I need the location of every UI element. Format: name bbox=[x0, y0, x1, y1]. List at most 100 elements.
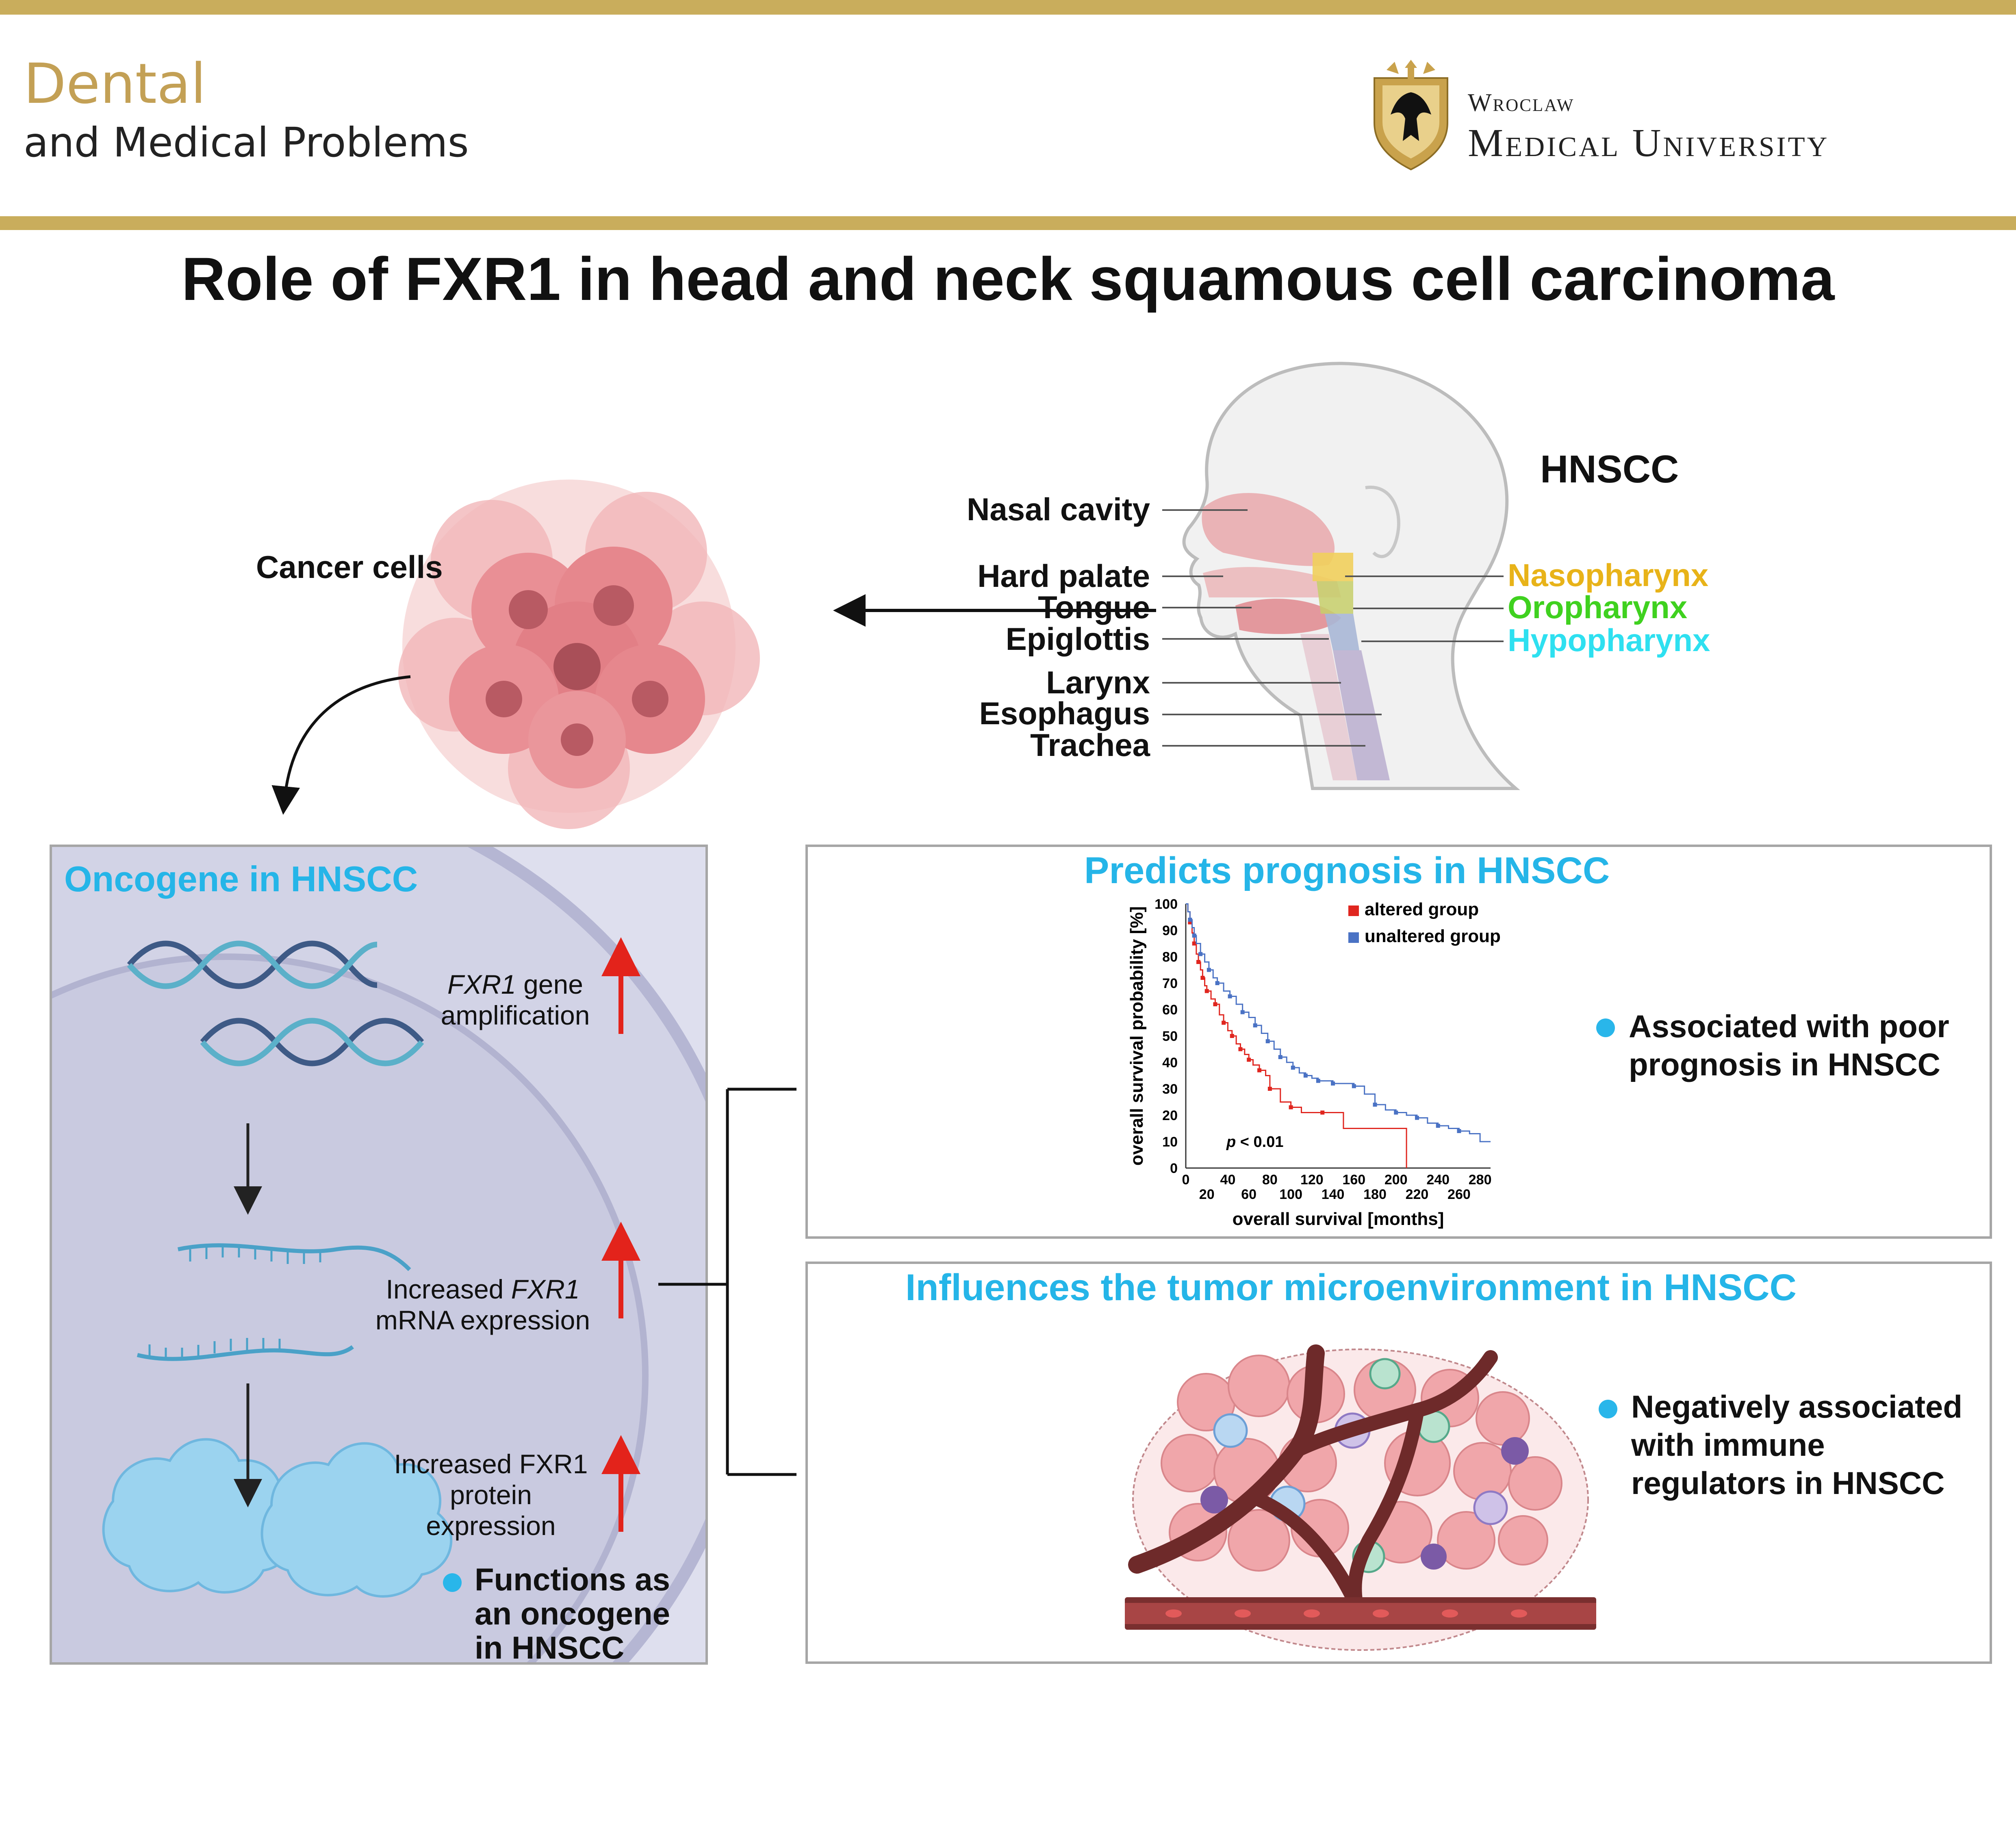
survival-curve-unaltered bbox=[1186, 903, 1491, 1142]
region-label-hypopharynx: Hypopharynx bbox=[1508, 622, 1710, 658]
anatomy-leader-lines bbox=[1162, 509, 1504, 747]
x-tick-label: 180 bbox=[1363, 1187, 1387, 1202]
step1-gene-name: FXR1 bbox=[447, 969, 516, 999]
main-title: Role of FXR1 in head and neck squamous c… bbox=[181, 245, 1835, 313]
bullet-dot-prognosis bbox=[1596, 1018, 1615, 1037]
anatomy-label-tongue: Tongue bbox=[1038, 589, 1150, 625]
censor-mark bbox=[1320, 1110, 1325, 1115]
y-tick-label: 30 bbox=[1162, 1081, 1178, 1097]
censor-mark bbox=[1222, 1021, 1226, 1025]
x-tick-label: 40 bbox=[1220, 1172, 1236, 1188]
anatomy-label-larynx: Larynx bbox=[1046, 664, 1150, 700]
journal-name-line1: Dental bbox=[24, 52, 206, 116]
legend-label-altered: altered group bbox=[1365, 899, 1479, 919]
survival-curve-altered bbox=[1186, 903, 1407, 1168]
censor-mark bbox=[1247, 1057, 1251, 1062]
x-tick-label: 200 bbox=[1385, 1172, 1408, 1188]
tme-panel-title: Influences the tumor microenvironment in… bbox=[905, 1267, 1797, 1308]
y-tick-label: 0 bbox=[1170, 1161, 1178, 1176]
top-illustration bbox=[271, 362, 1520, 829]
step3-line2: protein bbox=[450, 1480, 532, 1510]
y-tick-label: 70 bbox=[1162, 976, 1178, 991]
x-tick-label: 120 bbox=[1300, 1172, 1324, 1188]
y-tick-label: 40 bbox=[1162, 1055, 1178, 1071]
censor-mark bbox=[1204, 989, 1209, 993]
oncogene-bullet-line1: Functions as bbox=[475, 1561, 671, 1597]
y-axis-label: overall survival probability [%] bbox=[1127, 906, 1147, 1166]
x-tick-label: 100 bbox=[1279, 1187, 1302, 1202]
y-tick-label: 100 bbox=[1154, 897, 1178, 912]
x-tick-label: 280 bbox=[1469, 1172, 1492, 1188]
censor-mark bbox=[1257, 1068, 1262, 1073]
censor-mark bbox=[1267, 1087, 1272, 1091]
cancer-to-panel-arrow bbox=[271, 675, 411, 815]
anatomy-label-hard-palate: Hard palate bbox=[977, 558, 1150, 594]
anatomy-label-esophagus: Esophagus bbox=[979, 695, 1150, 731]
y-tick-label: 60 bbox=[1162, 1002, 1178, 1018]
step3-line3: expression bbox=[426, 1511, 556, 1541]
x-axis-label: overall survival [months] bbox=[1233, 1209, 1444, 1229]
censor-mark bbox=[1457, 1129, 1461, 1133]
oncogene-panel-illustration bbox=[52, 847, 705, 1662]
step2-gene-name: FXR1 bbox=[511, 1274, 580, 1304]
protein-blob-icon bbox=[102, 1438, 453, 1598]
prognosis-bullet-line1: Associated with poor bbox=[1629, 1008, 1949, 1044]
censor-mark bbox=[1200, 976, 1205, 980]
region-label-nasopharynx: Nasopharynx bbox=[1508, 557, 1709, 593]
panel-connector-bracket bbox=[658, 1088, 796, 1476]
y-tick-label: 20 bbox=[1162, 1108, 1178, 1123]
hnscc-label: HNSCC bbox=[1540, 447, 1679, 491]
anatomy-label-epiglottis: Epiglottis bbox=[1005, 621, 1150, 657]
tme-bullet-text: Negatively associated with immune regula… bbox=[1631, 1388, 1962, 1502]
blood-vessel-icon bbox=[1128, 1344, 1498, 1612]
p-value-annotation: p < 0.01 bbox=[1226, 1133, 1283, 1151]
censor-mark bbox=[1213, 1002, 1217, 1006]
step-mrna-expression: Increased FXR1 mRNA expression bbox=[361, 1274, 605, 1335]
prognosis-bullet-text: Associated with poor prognosis in HNSCC bbox=[1629, 1007, 1949, 1084]
region-label-oropharynx: Oropharynx bbox=[1508, 589, 1688, 625]
university-name-bottom: Medical University bbox=[1468, 121, 1829, 165]
x-tick-label: 140 bbox=[1322, 1187, 1345, 1202]
anatomy-label-trachea: Trachea bbox=[1030, 727, 1150, 763]
tme-bullet-line1: Negatively associated bbox=[1631, 1389, 1963, 1424]
anatomy-label-nasal-cavity: Nasal cavity bbox=[967, 491, 1150, 527]
x-tick-label: 20 bbox=[1199, 1187, 1215, 1202]
censor-mark bbox=[1240, 1010, 1245, 1014]
oncogene-panel: Oncogene in HNSCC FXR1 gene amplificatio… bbox=[50, 845, 708, 1665]
university-name-top: Wroclaw bbox=[1468, 89, 1575, 117]
censor-mark bbox=[1436, 1124, 1440, 1128]
oncogene-bullet-line2: an oncogene bbox=[475, 1596, 671, 1631]
y-tick-label: 50 bbox=[1162, 1029, 1178, 1044]
censor-mark bbox=[1198, 952, 1203, 956]
x-tick-label: 260 bbox=[1447, 1187, 1471, 1202]
prognosis-bullet-line2: prognosis in HNSCC bbox=[1629, 1047, 1941, 1082]
cancer-cell-cluster-icon bbox=[398, 480, 760, 829]
oncogene-bullet-text: Functions as an oncogene in HNSCC bbox=[475, 1561, 671, 1662]
cancer-cells-label: Cancer cells bbox=[256, 549, 443, 585]
censor-mark bbox=[1394, 1110, 1398, 1115]
y-tick-label: 80 bbox=[1162, 949, 1178, 965]
censor-mark bbox=[1230, 1034, 1234, 1038]
censor-mark bbox=[1316, 1079, 1320, 1083]
censor-mark bbox=[1373, 1103, 1377, 1107]
tumor-microenvironment-illustration bbox=[1125, 1344, 1596, 1651]
censor-mark bbox=[1228, 994, 1232, 999]
censor-mark bbox=[1192, 934, 1196, 938]
censor-mark bbox=[1207, 968, 1211, 972]
step-gene-amplification: FXR1 gene amplification bbox=[406, 969, 625, 1031]
step2-line2: mRNA expression bbox=[375, 1305, 590, 1335]
censor-mark bbox=[1415, 1116, 1419, 1120]
censor-mark bbox=[1265, 1039, 1270, 1043]
censor-mark bbox=[1289, 1105, 1293, 1110]
step3-line1: Increased FXR1 bbox=[394, 1449, 588, 1479]
legend-swatch-unaltered bbox=[1348, 932, 1359, 943]
oncogene-panel-title: Oncogene in HNSCC bbox=[64, 859, 418, 899]
university-crest-logo bbox=[1374, 60, 1448, 171]
y-tick-label: 10 bbox=[1162, 1134, 1178, 1150]
censor-mark bbox=[1352, 1084, 1356, 1088]
censor-mark bbox=[1188, 920, 1192, 925]
x-tick-label: 60 bbox=[1241, 1187, 1256, 1202]
